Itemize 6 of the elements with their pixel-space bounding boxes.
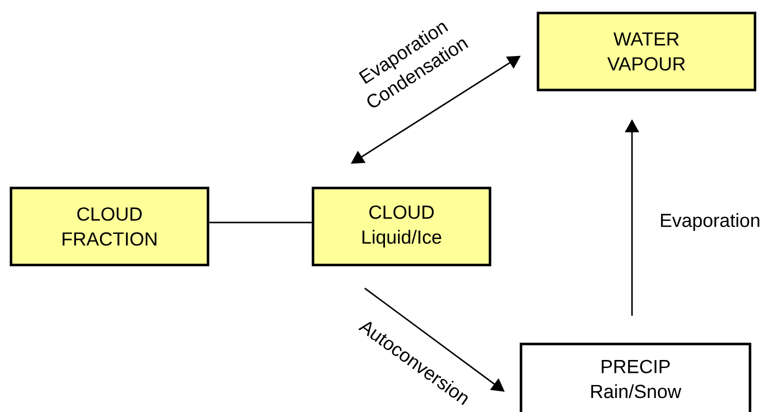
process-box: CLOUD FRACTION bbox=[10, 186, 210, 266]
edge-label: Evaporation bbox=[661, 213, 760, 231]
process-box: CLOUD Liquid/Ice bbox=[312, 186, 492, 266]
process-box: WATER VAPOUR bbox=[536, 12, 756, 92]
process-box: PRECIP Rain/Snow bbox=[520, 342, 752, 412]
connector-line bbox=[209, 222, 312, 224]
